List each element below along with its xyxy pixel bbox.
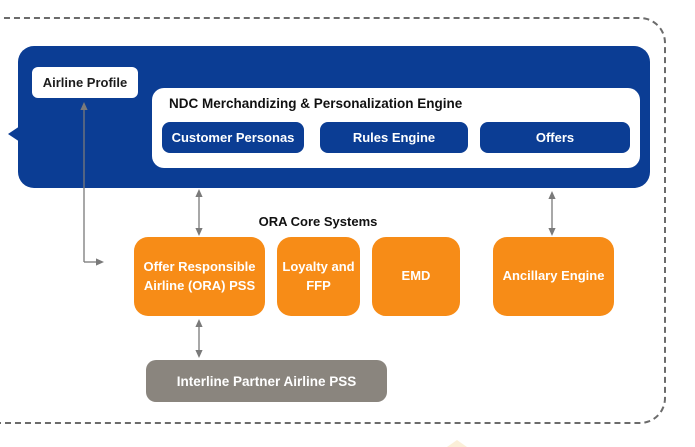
node-ancillary-engine: Ancillary Engine	[493, 237, 614, 316]
node-emd: EMD	[372, 237, 460, 316]
customer-personas-label: Customer Personas	[171, 130, 295, 145]
node-loyalty-ffp: Loyalty and FFP	[277, 237, 360, 316]
bottom-edge-triangle-artifact	[447, 440, 467, 447]
ora-pss-label: Offer Responsible Airline (ORA) PSS	[143, 259, 256, 293]
dashed-outer-border	[0, 17, 666, 424]
ancillary-engine-label: Ancillary Engine	[502, 268, 605, 284]
node-customer-personas: Customer Personas	[162, 122, 304, 153]
airline-profile-node: Airline Profile	[32, 67, 138, 98]
airline-profile-label: Airline Profile	[42, 75, 128, 90]
interline-partner-label: Interline Partner Airline PSS	[176, 373, 357, 389]
offers-label: Offers	[535, 130, 575, 145]
ora-core-systems-title: ORA Core Systems	[258, 214, 378, 229]
rules-engine-label: Rules Engine	[352, 130, 436, 145]
panel-left-pointer-icon	[8, 126, 20, 142]
ndc-engine-panel: NDC Merchandizing & Personalization Engi…	[152, 88, 640, 168]
node-offers: Offers	[480, 122, 630, 153]
node-rules-engine: Rules Engine	[320, 122, 468, 153]
emd-label: EMD	[401, 268, 431, 284]
node-interline-partner-pss: Interline Partner Airline PSS	[146, 360, 387, 402]
node-ora-pss: Offer Responsible Airline (ORA) PSS	[134, 237, 265, 316]
ndc-engine-title: NDC Merchandizing & Personalization Engi…	[169, 96, 463, 111]
loyalty-ffp-label: Loyalty and FFP	[282, 259, 355, 293]
